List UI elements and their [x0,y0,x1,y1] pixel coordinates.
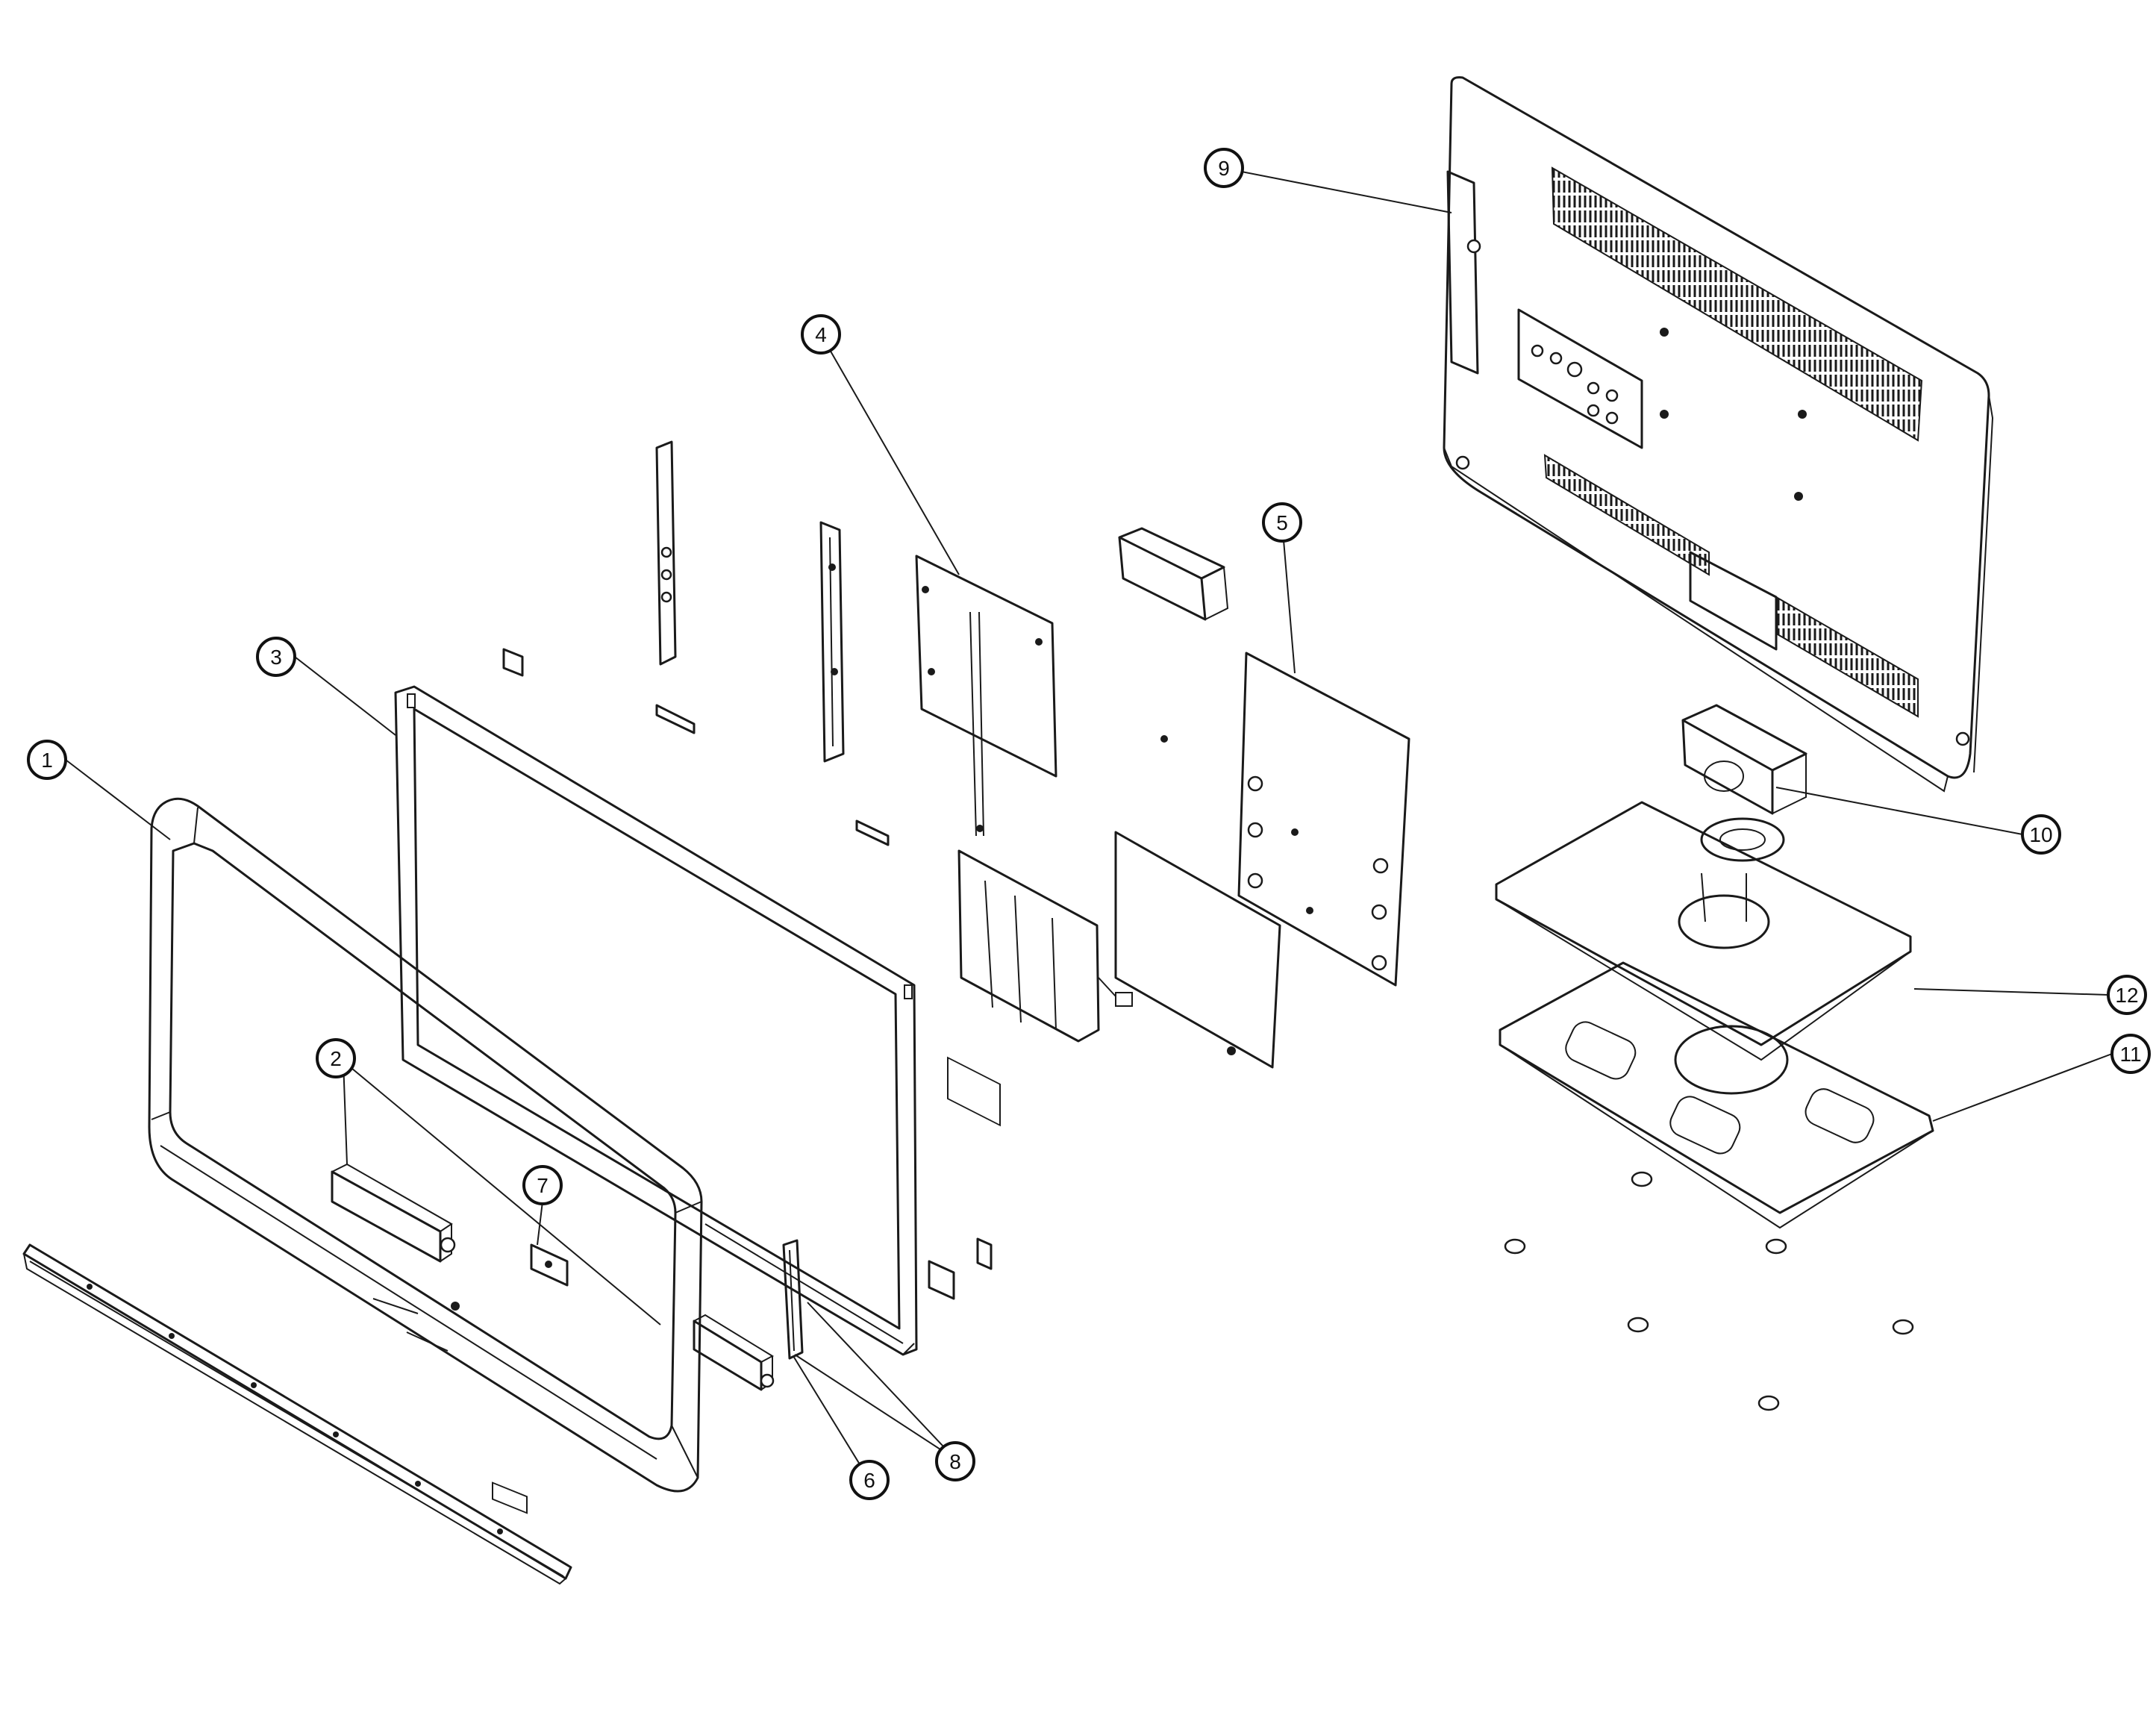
svg-text:9: 9 [1218,157,1230,180]
svg-text:1: 1 [41,749,53,772]
part-speaker-left [331,1163,456,1263]
callout-9: 9 [1204,148,1244,188]
part-speaker-right [693,1314,775,1391]
svg-text:10: 10 [2029,823,2052,846]
callout-8: 8 [935,1441,975,1481]
callout-12: 12 [2107,975,2147,1015]
part-shield-plate [1114,831,1281,1069]
part-stand-neck [1681,704,1807,862]
part-side-strip [782,1239,804,1360]
svg-text:7: 7 [537,1174,549,1197]
svg-text:8: 8 [949,1450,961,1473]
part-front-bezel [148,797,703,1514]
leader-lines [65,167,2113,1475]
callout-4: 4 [801,314,841,355]
part-power-board [1237,652,1410,987]
part-power-bracket [957,849,1133,1043]
part-rubber-feet [1504,1171,1914,1411]
callout-6: 6 [849,1460,890,1500]
part-tuner-frame [1118,527,1229,743]
svg-text:4: 4 [815,323,827,346]
part-lcd-frame [394,685,918,1391]
callout-7: 7 [522,1165,563,1205]
svg-text:6: 6 [863,1469,875,1492]
part-vertical-brackets [502,440,993,1300]
callout-1: 1 [27,740,67,780]
callout-3: 3 [256,637,296,677]
svg-text:2: 2 [330,1047,342,1070]
svg-text:11: 11 [2119,1043,2141,1066]
part-main-board [915,555,1057,1127]
part-stand-base [1499,961,1934,1229]
callout-5: 5 [1262,502,1302,543]
callout-10: 10 [2021,814,2061,855]
svg-text:3: 3 [270,646,282,669]
part-bottom-trim [22,1243,572,1585]
part-stand-cover [1495,801,1912,1061]
svg-text:5: 5 [1276,511,1288,534]
callout-11: 11 [2110,1034,2151,1074]
part-ir-board [451,1243,569,1514]
svg-text:12: 12 [2115,984,2138,1007]
callout-2: 2 [316,1038,356,1078]
part-back-cover [1443,76,1994,793]
